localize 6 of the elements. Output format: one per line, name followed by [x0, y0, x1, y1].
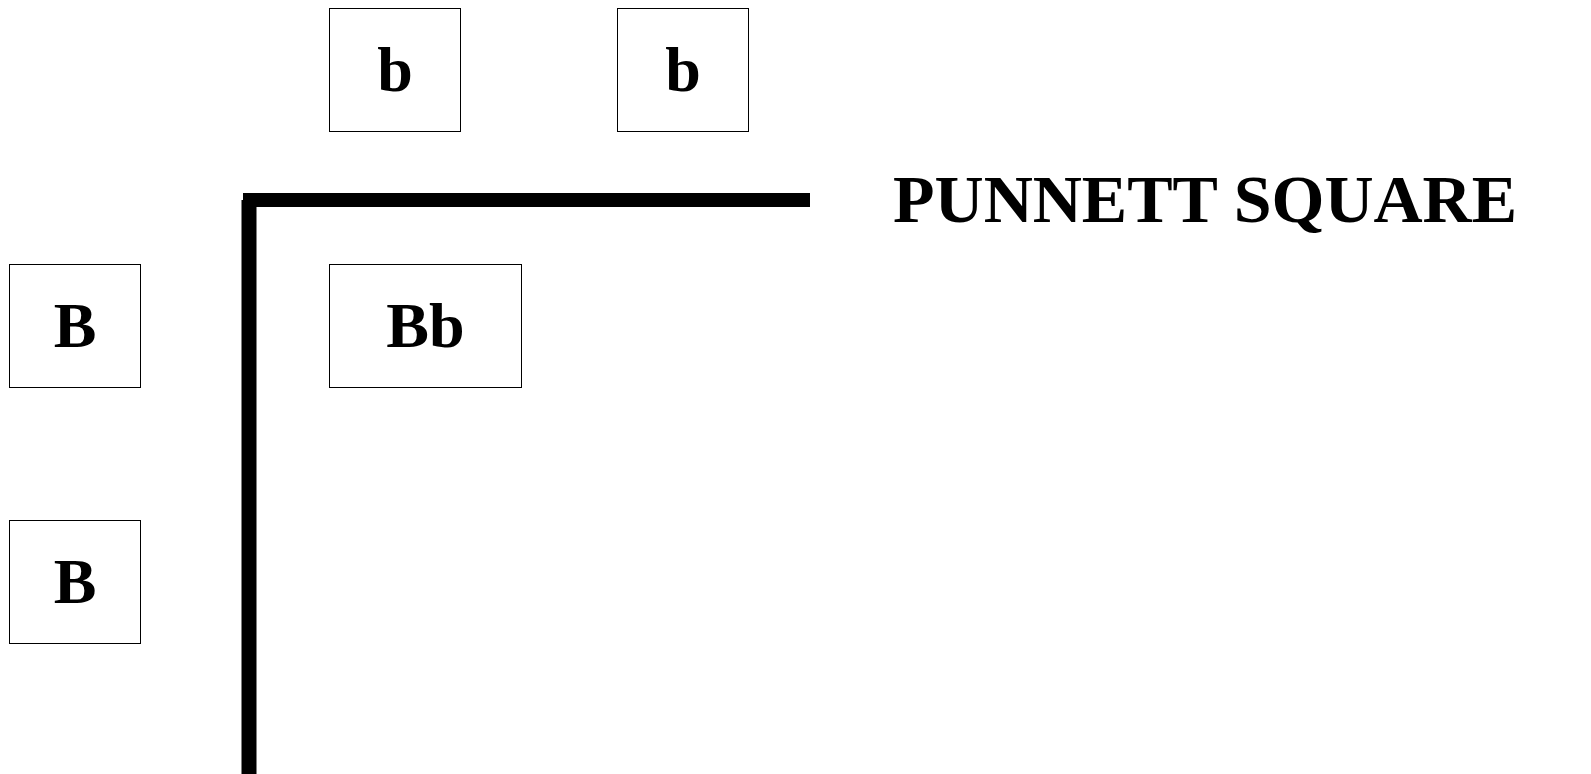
- allele-box: B: [9, 520, 141, 644]
- allele-box: B: [9, 264, 141, 388]
- allele-box: b: [329, 8, 461, 132]
- allele-box: b: [617, 8, 749, 132]
- title: PUNNETT SQUARE: [893, 160, 1518, 239]
- genotype-box: Bb: [329, 264, 522, 388]
